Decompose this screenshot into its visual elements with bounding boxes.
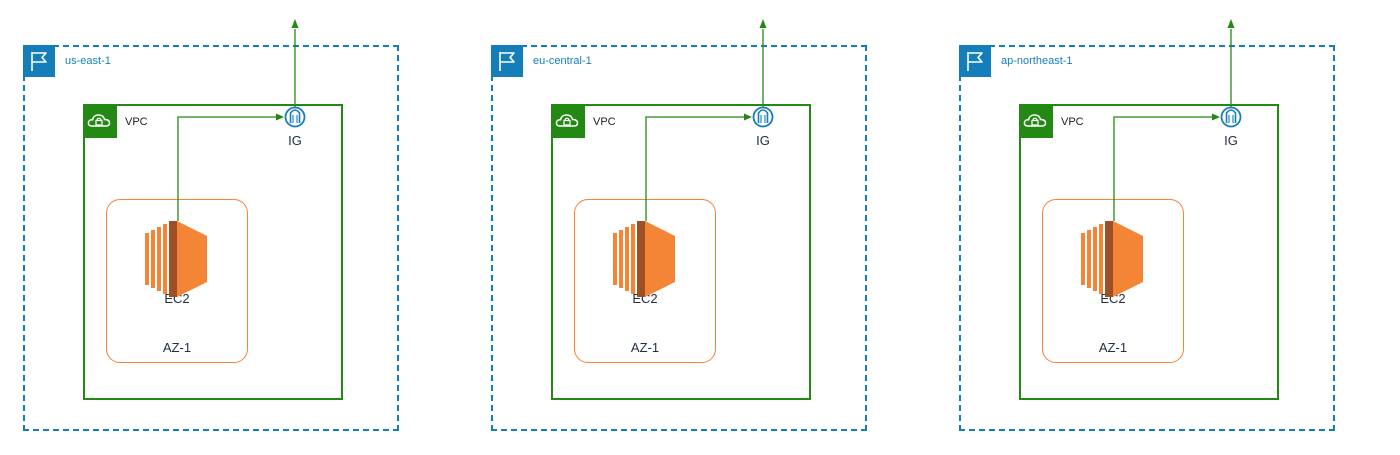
- vpc-label: VPC: [1061, 116, 1084, 128]
- region-group-us-east-1[interactable]: us-east-1 VPC AZ-1 EC2 IG: [23, 19, 399, 431]
- internet-gateway-icon[interactable]: [752, 106, 774, 128]
- cloud-lock-icon: [83, 104, 117, 138]
- availability-zone-group[interactable]: AZ-1: [574, 199, 716, 363]
- cloud-lock-icon: [551, 104, 585, 138]
- region-group-ap-northeast-1[interactable]: ap-northeast-1 VPC AZ-1 EC2 IG: [959, 19, 1335, 431]
- vpc-label: VPC: [125, 116, 148, 128]
- internet-gateway-icon[interactable]: [1220, 106, 1242, 128]
- connector-arrowhead: [1212, 113, 1220, 121]
- ec2-to-ig-connector: [1113, 116, 1213, 221]
- region-label: eu-central-1: [533, 55, 592, 67]
- connector-arrowhead: [759, 19, 767, 28]
- ig-label: IG: [756, 133, 770, 148]
- ig-label: IG: [1224, 133, 1238, 148]
- connector-arrowhead: [744, 113, 752, 121]
- region-group-eu-central-1[interactable]: eu-central-1 VPC AZ-1 EC2 IG: [491, 19, 867, 431]
- availability-zone-group[interactable]: AZ-1: [106, 199, 248, 363]
- vpc-group[interactable]: VPC: [1019, 104, 1279, 400]
- connector-arrowhead: [291, 19, 299, 28]
- vpc-group[interactable]: VPC: [551, 104, 811, 400]
- ig-label: IG: [288, 133, 302, 148]
- connector-arrowhead: [276, 113, 284, 121]
- ec2-instance-icon[interactable]: [145, 221, 207, 297]
- vpc-group[interactable]: VPC: [83, 104, 343, 400]
- flag-icon: [23, 45, 55, 77]
- vpc-label: VPC: [593, 116, 616, 128]
- ec2-instance-icon[interactable]: [613, 221, 675, 297]
- availability-zone-group[interactable]: AZ-1: [1042, 199, 1184, 363]
- cloud-lock-icon: [1019, 104, 1053, 138]
- ec2-instance-icon[interactable]: [1081, 221, 1143, 297]
- region-label: us-east-1: [65, 55, 111, 67]
- region-label: ap-northeast-1: [1001, 55, 1073, 67]
- az-label: AZ-1: [162, 340, 192, 355]
- flag-icon: [959, 45, 991, 77]
- az-label: AZ-1: [630, 340, 660, 355]
- internet-gateway-icon[interactable]: [284, 106, 306, 128]
- az-label: AZ-1: [1098, 340, 1128, 355]
- flag-icon: [491, 45, 523, 77]
- connector-arrowhead: [1227, 19, 1235, 28]
- ec2-to-ig-connector: [645, 116, 745, 221]
- ec2-to-ig-connector: [177, 116, 277, 221]
